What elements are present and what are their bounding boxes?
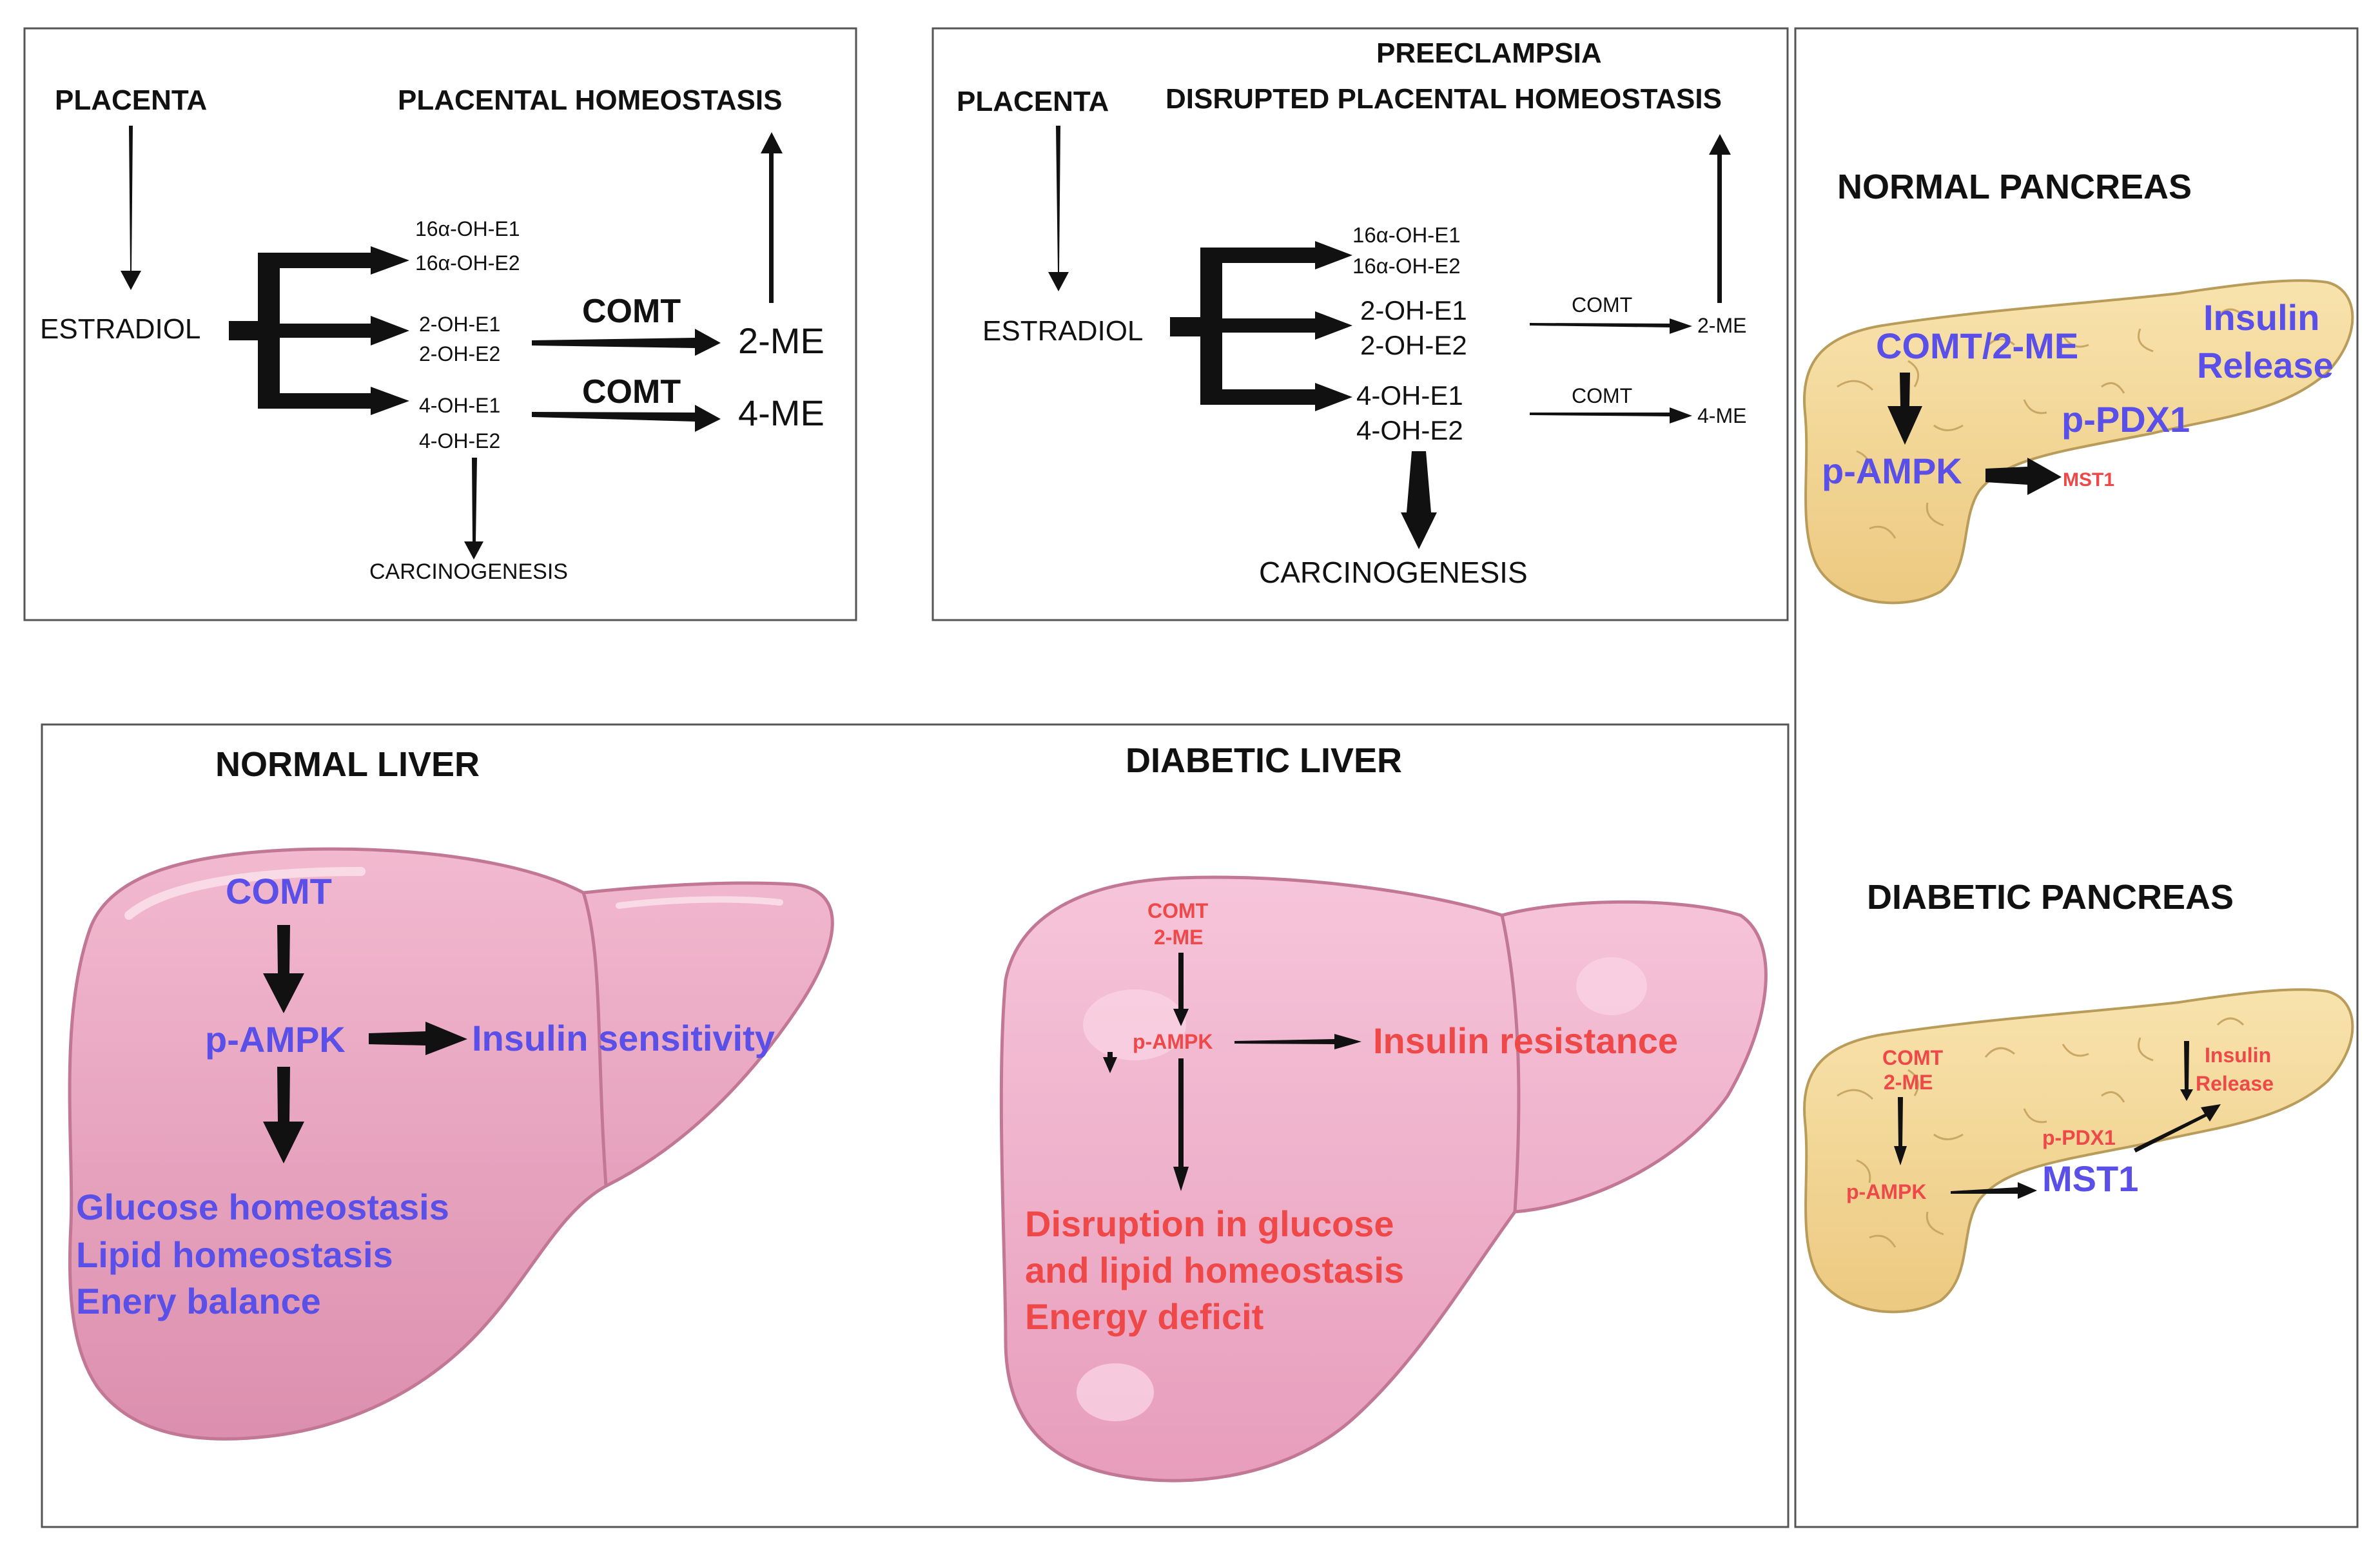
- diabetic-pampk-label: p-AMPK: [1133, 1030, 1213, 1053]
- panel-pancreas-border: [1794, 27, 2359, 1528]
- diabetic-ppdx1-label: p-PDX1: [2042, 1126, 2116, 1149]
- placenta-to-estradiol-arrow: [121, 126, 141, 290]
- oh16-e2-label: 16α-OH-E2: [1352, 254, 1461, 278]
- normal-pampk-to-mst1-arrow: [1985, 458, 2062, 495]
- comt-upper-label: COMT: [582, 293, 681, 330]
- oh4-e2-label: 4-OH-E2: [419, 429, 500, 452]
- placental-homeostasis-label: PLACENTAL HOMEOSTASIS: [398, 84, 782, 116]
- diabetic-pampk-to-insulin-arrow: [1234, 1034, 1361, 1049]
- estradiol-label: ESTRADIOL: [982, 315, 1143, 347]
- diabetic-insulin-resistance-label: Insulin resistance: [1373, 1020, 1678, 1061]
- me4-label: 4-ME: [738, 393, 824, 433]
- estradiol-label: ESTRADIOL: [40, 313, 200, 345]
- diabetic-pampk-label: p-AMPK: [1846, 1180, 1926, 1203]
- diabetic-mst1-label: MST1: [2042, 1158, 2138, 1199]
- oh16-e1-label: 16α-OH-E1: [1352, 223, 1461, 247]
- oh2-e1-label: 2-OH-E1: [1360, 295, 1467, 326]
- normal-comt-to-pampk-arrow: [1887, 373, 1922, 445]
- panel-preeclampsia-border: [932, 27, 1789, 621]
- diabetic-comt-to-pampk-arrow: [1894, 1097, 1907, 1165]
- diabetic-comt-label: COMT: [1147, 899, 1209, 922]
- diabetic-pampk-to-mst1-arrow: [1951, 1182, 2037, 1199]
- normal-mst1-label: MST1: [2063, 469, 2114, 491]
- normal-pancreas-title: NORMAL PANCREAS: [1837, 168, 2192, 206]
- normal-liver-illustration: [68, 847, 834, 1441]
- normal-comt-to-pampk-arrow: [263, 925, 304, 1013]
- diabetic-comt-to-pampk-arrow: [1173, 953, 1189, 1026]
- normal-outcome-line2: Lipid homeostasis: [76, 1234, 393, 1275]
- panel-liver-border: [41, 723, 1790, 1528]
- diabetic-insulin-marker: [2180, 1041, 2193, 1101]
- diabetic-liver-illustration: [999, 875, 1768, 1483]
- oh4-e1-label: 4-OH-E1: [1356, 380, 1463, 411]
- diabetic-insulin-release-line1: Insulin: [2205, 1044, 2271, 1067]
- oh2-e1-label: 2-OH-E1: [419, 313, 500, 336]
- disrupted-homeostasis-label: DISRUPTED PLACENTAL HOMEOSTASIS: [1166, 83, 1722, 115]
- panel-normal-placenta-border: [23, 27, 857, 621]
- comt-upper-arrow: [532, 329, 721, 356]
- normal-pampk-to-outcomes-arrow: [263, 1067, 304, 1163]
- oh2-e2-label: 2-OH-E2: [419, 342, 500, 365]
- oh4-e1-label: 4-OH-E1: [419, 394, 500, 417]
- diabetic-2me-label: 2-ME: [1154, 926, 1203, 949]
- preeclampsia-title: PREECLAMPSIA: [1376, 37, 1602, 69]
- comt-lower-arrow: [1530, 407, 1692, 423]
- comt-lower-label: COMT: [1572, 384, 1632, 407]
- me2-label: 2-ME: [1697, 314, 1746, 337]
- diabetic-comt-line1: COMT: [1882, 1046, 1944, 1069]
- carcinogenesis-label: CARCINOGENESIS: [369, 559, 568, 584]
- normal-pancreas-illustration: [1803, 279, 2354, 605]
- normal-pampk-to-insulin-arrow: [369, 1022, 467, 1055]
- diabetic-side-marker: [1103, 1052, 1117, 1073]
- comt-upper-label: COMT: [1572, 293, 1632, 316]
- diabetic-pampk-to-outcomes-arrow: [1173, 1058, 1189, 1191]
- comt-lower-arrow: [532, 405, 721, 432]
- oh16-e2-label: 16α-OH-E2: [415, 251, 520, 275]
- normal-outcome-line1: Glucose homeostasis: [76, 1187, 449, 1227]
- oh16-e1-label: 16α-OH-E1: [415, 217, 520, 240]
- diabetic-pancreas-illustration: [1803, 988, 2354, 1314]
- comt-upper-arrow: [1530, 318, 1692, 334]
- estradiol-fork: [1170, 241, 1352, 411]
- panel-preeclampsia: PREECLAMPSIA PLACENTA DISRUPTED PLACENTA…: [957, 37, 1746, 589]
- placenta-to-estradiol-arrow: [1048, 126, 1069, 291]
- panel-pancreas: NORMAL PANCREAS COMT/2-ME Insulin Releas…: [1803, 168, 2354, 1314]
- me2-label: 2-ME: [738, 320, 824, 361]
- normal-pampk-label: p-AMPK: [1822, 451, 1962, 491]
- comt-lower-label: COMT: [582, 373, 681, 411]
- panel-normal-placenta: PLACENTA PLACENTAL HOMEOSTASIS ESTRADIOL…: [40, 84, 824, 584]
- estradiol-fork: [229, 246, 409, 415]
- oh4-e2-label: 4-OH-E2: [1356, 415, 1463, 445]
- normal-ppdx1-label: p-PDX1: [2062, 399, 2190, 440]
- carcinogenesis-label: CARCINOGENESIS: [1259, 556, 1528, 589]
- normal-outcome-line3: Enery balance: [76, 1281, 321, 1321]
- diabetic-outcome-line3: Energy deficit: [1025, 1296, 1263, 1337]
- diabetic-comt-line2: 2-ME: [1884, 1071, 1933, 1094]
- oh2-e2-label: 2-OH-E2: [1360, 330, 1467, 360]
- me2-to-disrupted-arrow: [1709, 134, 1731, 303]
- normal-pampk-label: p-AMPK: [205, 1019, 346, 1060]
- normal-insulin-sensitivity-label: Insulin sensitivity: [472, 1018, 775, 1058]
- oh4-to-carcinogenesis-arrow: [1401, 451, 1437, 549]
- me4-label: 4-ME: [1697, 404, 1746, 427]
- normal-liver-title: NORMAL LIVER: [215, 745, 480, 784]
- panel-liver: NORMAL LIVER DIABETIC LIVER COMT p-AMPK …: [68, 741, 1768, 1483]
- oh4-to-carcinogenesis-arrow: [464, 458, 483, 559]
- diabetic-outcome-line2: and lipid homeostasis: [1025, 1250, 1404, 1290]
- placenta-label: PLACENTA: [55, 84, 207, 116]
- diabetic-insulin-release-line2: Release: [2196, 1072, 2274, 1095]
- normal-comt-2me-label: COMT/2-ME: [1876, 326, 2078, 366]
- normal-insulin-release-line2: Release: [2197, 345, 2334, 385]
- diabetic-outcome-line1: Disruption in glucose: [1025, 1203, 1394, 1244]
- diabetic-pancreas-title: DIABETIC PANCREAS: [1867, 878, 2234, 917]
- me2-to-homeostasis-arrow: [761, 132, 783, 303]
- placenta-label: PLACENTA: [957, 86, 1109, 117]
- normal-comt-label: COMT: [226, 871, 332, 911]
- diabetic-ppdx1-to-insulin-arrow: [2134, 1104, 2221, 1152]
- normal-insulin-release-line1: Insulin: [2203, 297, 2319, 338]
- diabetic-liver-title: DIABETIC LIVER: [1126, 741, 1402, 780]
